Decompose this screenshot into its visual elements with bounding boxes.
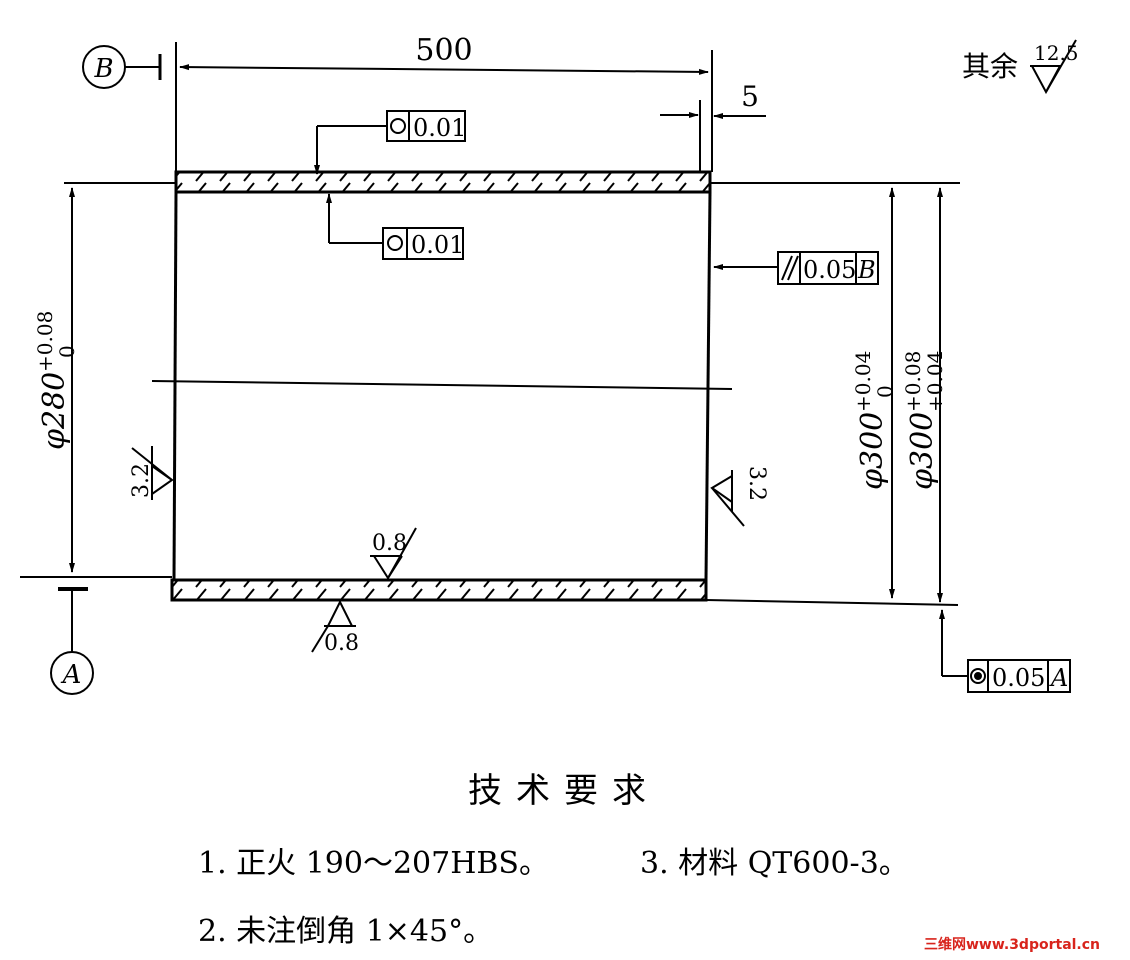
coaxiality-datum: A xyxy=(1049,664,1068,692)
left-face xyxy=(172,191,178,581)
coaxiality-frame xyxy=(939,609,1071,693)
center-line xyxy=(151,380,733,390)
svg-text:+0.04: +0.04 xyxy=(851,351,875,412)
svg-text:φ300: φ300 xyxy=(855,412,890,490)
roundness-frame-top xyxy=(314,110,466,175)
offset-dimension: 5 xyxy=(741,80,759,113)
roughness-rest-label: 其余 xyxy=(962,50,1018,83)
roughness-outer-value: 0.8 xyxy=(324,631,359,656)
extension-lines xyxy=(20,42,960,606)
roughness-right-symbol xyxy=(710,470,745,527)
svg-text:+0.04: +0.04 xyxy=(923,351,947,412)
datum-a xyxy=(50,587,94,695)
roughness-rest-value: 12.5 xyxy=(1034,41,1079,65)
length-dimension: 500 xyxy=(415,33,472,68)
requirement-item-3: 3. 材料 QT600-3。 xyxy=(640,846,909,881)
roundness-top-value: 0.01 xyxy=(413,114,466,142)
coaxiality-icon xyxy=(970,668,986,684)
right-face xyxy=(704,191,712,581)
roughness-bore-symbol xyxy=(370,527,417,580)
datum-b-label: B xyxy=(93,54,113,84)
bottom-wall-section xyxy=(170,578,708,602)
roundness-icon xyxy=(387,235,403,251)
watermark: 三维网www.3dportal.cn xyxy=(912,934,1112,956)
part-body xyxy=(151,170,733,602)
svg-text:φ300: φ300 xyxy=(905,412,940,490)
outer-diameter-a-dimension: φ300 +0.04 0 xyxy=(851,351,897,490)
roughness-outer-symbol xyxy=(311,599,356,653)
roughness-rest-symbol xyxy=(1030,39,1077,95)
dimension-lines xyxy=(69,64,943,603)
svg-text:+0.08: +0.08 xyxy=(901,351,925,412)
datum-b xyxy=(82,45,162,89)
roughness-left-symbol xyxy=(131,446,174,500)
parallelism-frame xyxy=(713,251,879,285)
roundness-frame-inner xyxy=(326,193,464,260)
requirement-item-2: 2. 未注倒角 1×45°。 xyxy=(198,914,494,949)
requirements-title: 技术要求 xyxy=(468,771,660,811)
roughness-right-value: 3.2 xyxy=(744,466,769,501)
svg-text:0: 0 xyxy=(55,345,79,358)
coaxiality-value: 0.05 xyxy=(992,664,1045,692)
roughness-left-value: 3.2 xyxy=(129,463,154,498)
parallelism-value: 0.05 xyxy=(803,256,856,284)
parallelism-icon xyxy=(781,255,799,281)
svg-text:+0.08: +0.08 xyxy=(33,311,57,372)
length-dim-line xyxy=(179,64,709,75)
roundness-icon xyxy=(390,118,406,134)
svg-text:φ280: φ280 xyxy=(37,372,72,450)
requirement-item-1: 1. 正火 190～207HBS。 xyxy=(198,846,549,881)
outer-diameter-b-dimension: φ300 +0.08 +0.04 xyxy=(901,351,947,490)
datum-a-label: A xyxy=(61,660,82,690)
parallelism-datum: B xyxy=(857,256,876,284)
top-wall-section xyxy=(174,170,712,194)
svg-text:0: 0 xyxy=(873,385,897,398)
roundness-inner-value: 0.01 xyxy=(411,231,464,259)
roughness-bore-value: 0.8 xyxy=(372,531,407,556)
inner-diameter-dimension: φ280 +0.08 0 xyxy=(33,311,79,450)
